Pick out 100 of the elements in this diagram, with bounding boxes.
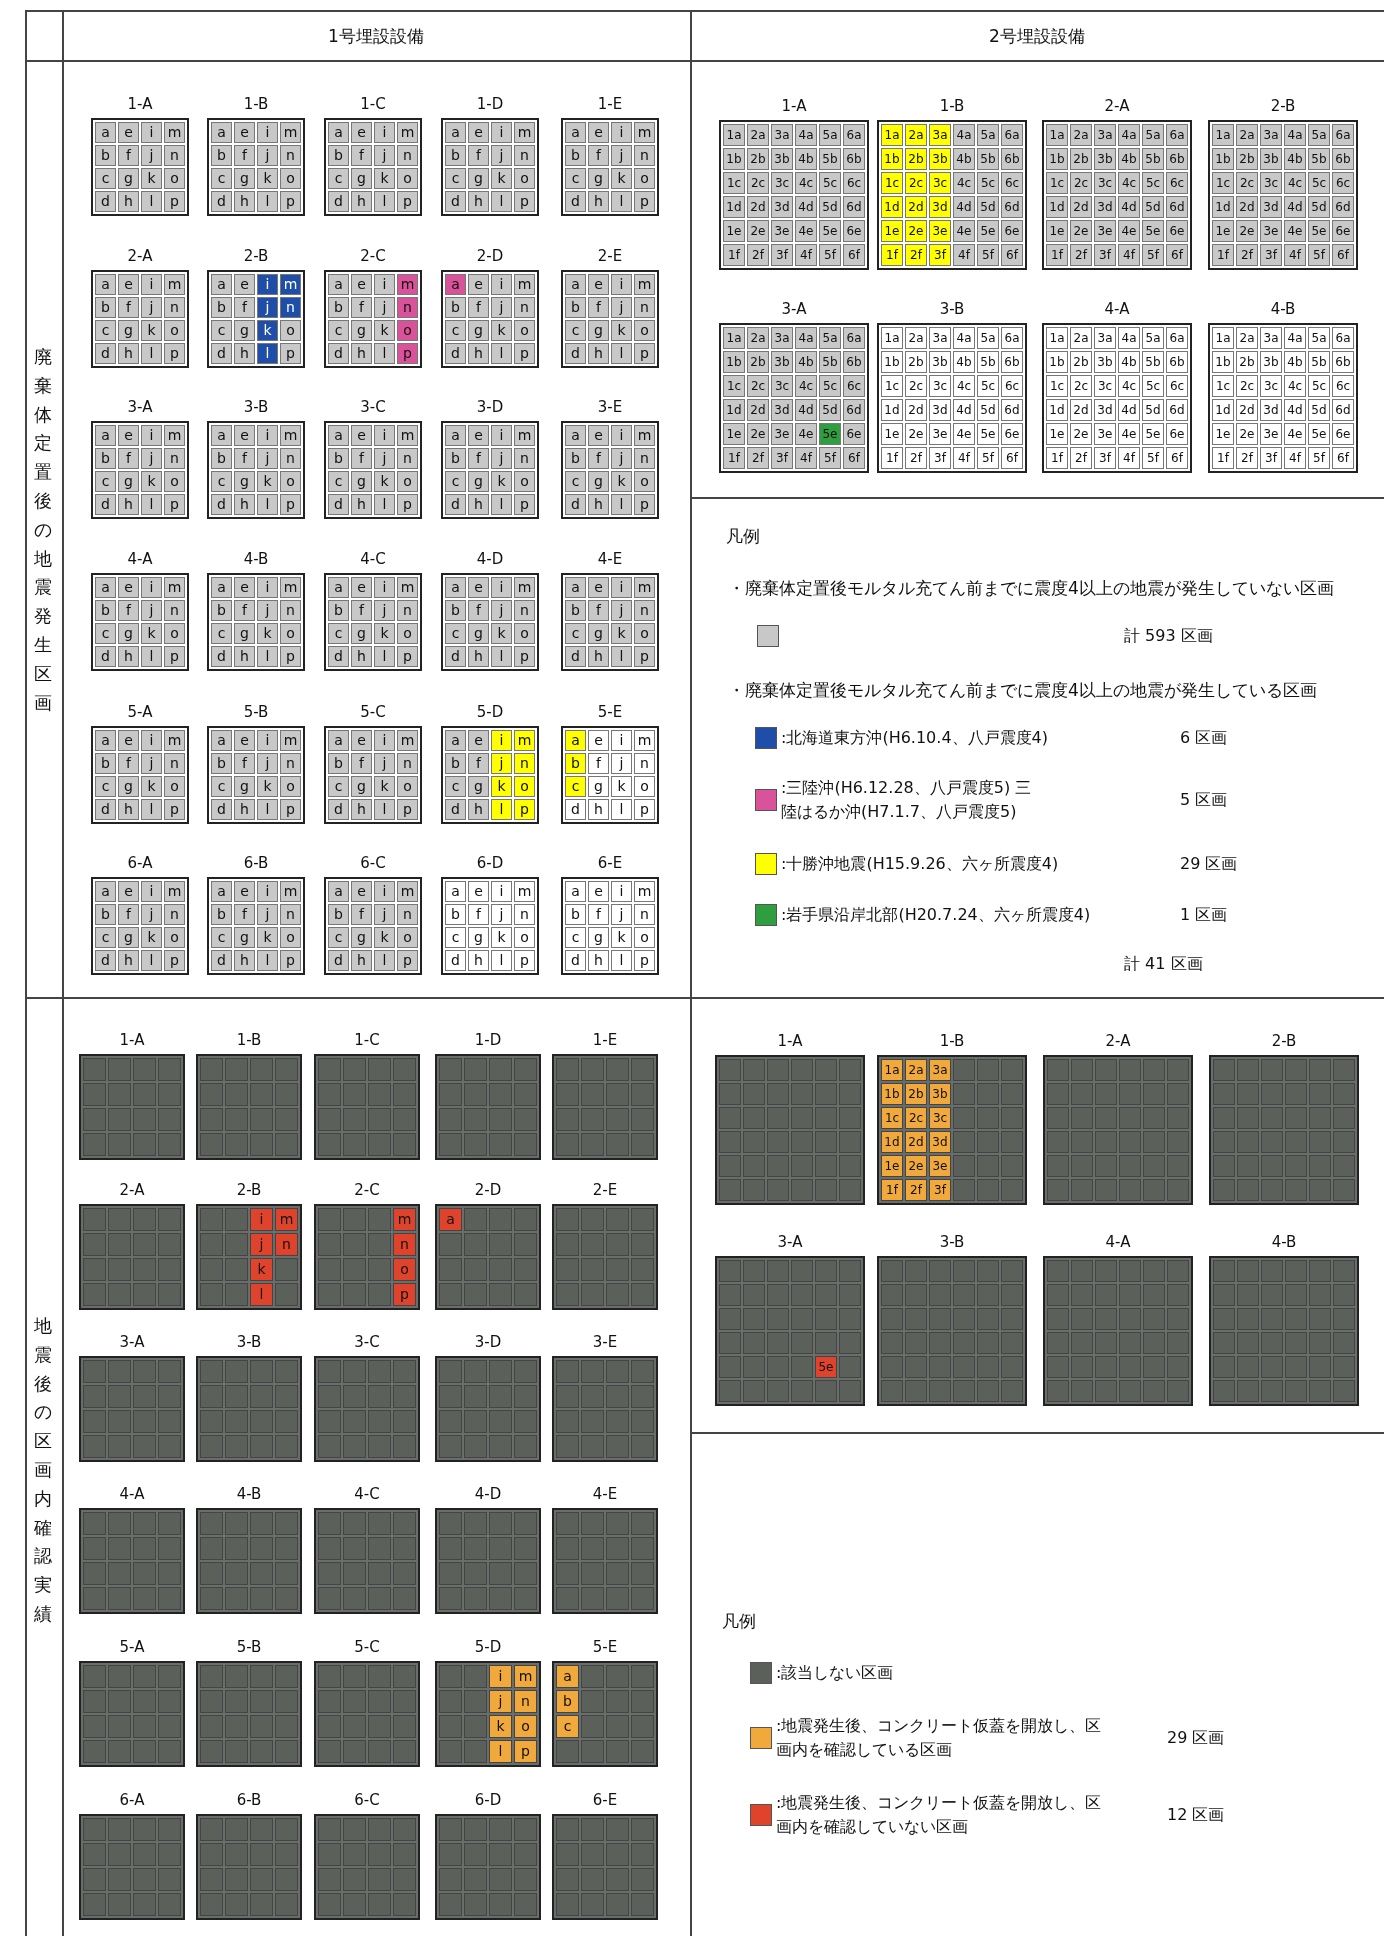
section-cell: k [611, 776, 632, 797]
section-cell: g [118, 927, 139, 948]
section-cell: a [565, 730, 586, 751]
section-cell: 1f [881, 447, 903, 469]
section-cell: 6b [1001, 148, 1023, 170]
section-cell: o [514, 776, 535, 797]
section-cell: 1a [1212, 124, 1234, 146]
section-cell: d [445, 799, 466, 820]
section-cell: 2b [1236, 148, 1258, 170]
grid-title: 4-C [360, 550, 386, 568]
grid-title: 4-A [119, 1485, 145, 1503]
section-cell: n [514, 297, 535, 318]
section-cell: h [588, 343, 609, 364]
section-cell: a [211, 881, 232, 902]
section-cell: 3f [771, 244, 793, 266]
section-cell: d [445, 343, 466, 364]
section-cell: p [397, 343, 418, 364]
section-cell: n [514, 600, 535, 621]
section-cell: c [95, 320, 116, 341]
section-cell: 2b [905, 148, 927, 170]
section-cell: 2a [1236, 124, 1258, 146]
section-cell: c [211, 320, 232, 341]
section-cell: g [118, 168, 139, 189]
section-cell: o [397, 168, 418, 189]
section-cell: d [328, 343, 349, 364]
section-cell: f [588, 904, 609, 925]
grid-title: 1-A [781, 97, 807, 115]
section-cell: i [491, 122, 512, 143]
legend-title: 凡例 [726, 524, 760, 548]
section-cell: 5d [1142, 399, 1164, 421]
section-cell: 2a [905, 327, 927, 349]
section-cell: g [468, 471, 489, 492]
section-cell: o [634, 471, 655, 492]
section-cell: 1b [881, 351, 903, 373]
section-cell: 6d [1332, 399, 1354, 421]
section-cell: e [234, 274, 255, 295]
section-cell: 4b [795, 148, 817, 170]
section-cell: c [328, 927, 349, 948]
section-cell: e [234, 881, 255, 902]
section-cell: 1c [1046, 172, 1068, 194]
section-cell: j [374, 448, 395, 469]
section-cell: o [514, 168, 535, 189]
section-cell: 5e [819, 423, 841, 445]
grid-title: 2-C [360, 247, 386, 265]
section-cell: n [275, 1233, 298, 1256]
section-cell: 2c [905, 1107, 927, 1129]
section-cell: f [468, 904, 489, 925]
section-cell: i [250, 1208, 273, 1231]
section-cell: g [351, 927, 372, 948]
section-cell: 3e [1094, 220, 1116, 242]
section-cell: k [374, 623, 395, 644]
count-text: 5 区画 [1180, 789, 1228, 811]
section-cell: g [234, 320, 255, 341]
section-cell: e [588, 122, 609, 143]
section-cell: 3d [771, 196, 793, 218]
row-header: 地震後の区画内確認実績 [34, 1313, 52, 1626]
section-cell: a [328, 425, 349, 446]
section-cell: i [257, 730, 278, 751]
legend-heading: ・廃棄体定置後モルタル充てん前までに震度4以上の地震が発生していない区画 [728, 576, 1334, 600]
section-cell: 2f [905, 1179, 927, 1201]
section-cell: 2f [1236, 447, 1258, 469]
section-cell: 6d [843, 196, 865, 218]
section-cell: 5a [1142, 124, 1164, 146]
legend-text: :三陸沖(H6.12.28、八戸震度5) 三陸はるか沖(H7.1.7、八戸震度5) [781, 777, 1033, 823]
section-cell: d [95, 191, 116, 212]
section-cell: n [514, 1690, 537, 1713]
section-cell: n [397, 600, 418, 621]
section-cell: n [634, 600, 655, 621]
section-cell: 3d [929, 399, 951, 421]
section-cell: 3d [929, 1131, 951, 1153]
section-cell: 5c [1142, 172, 1164, 194]
section-cell: l [491, 646, 512, 667]
section-cell: g [588, 320, 609, 341]
section-cell: f [468, 145, 489, 166]
section-cell: m [514, 730, 535, 751]
section-cell: 3f [1094, 447, 1116, 469]
grid-title: 3-D [474, 1333, 502, 1351]
section-cell: a [211, 122, 232, 143]
section-cell: e [118, 122, 139, 143]
section-cell: a [95, 577, 116, 598]
grid-title: 3-B [939, 300, 965, 318]
section-cell: i [141, 577, 162, 598]
section-cell: b [565, 448, 586, 469]
section-cell: o [514, 927, 535, 948]
section-cell: 4b [1118, 148, 1140, 170]
section-cell: c [565, 168, 586, 189]
grid-title: 2-A [1105, 1032, 1131, 1050]
row-header: 廃棄体定置後の地震発生区画 [34, 344, 52, 715]
section-cell: o [164, 776, 185, 797]
section-cell: 6f [843, 447, 865, 469]
section-cell: a [95, 730, 116, 751]
section-cell: 6e [843, 423, 865, 445]
section-cell: 6a [843, 327, 865, 349]
section-cell: j [611, 297, 632, 318]
section-cell: m [634, 274, 655, 295]
section-cell: 2b [905, 351, 927, 373]
section-cell: 6a [1332, 327, 1354, 349]
section-cell: i [141, 274, 162, 295]
section-cell: 5d [1308, 196, 1330, 218]
section-cell: n [514, 904, 535, 925]
